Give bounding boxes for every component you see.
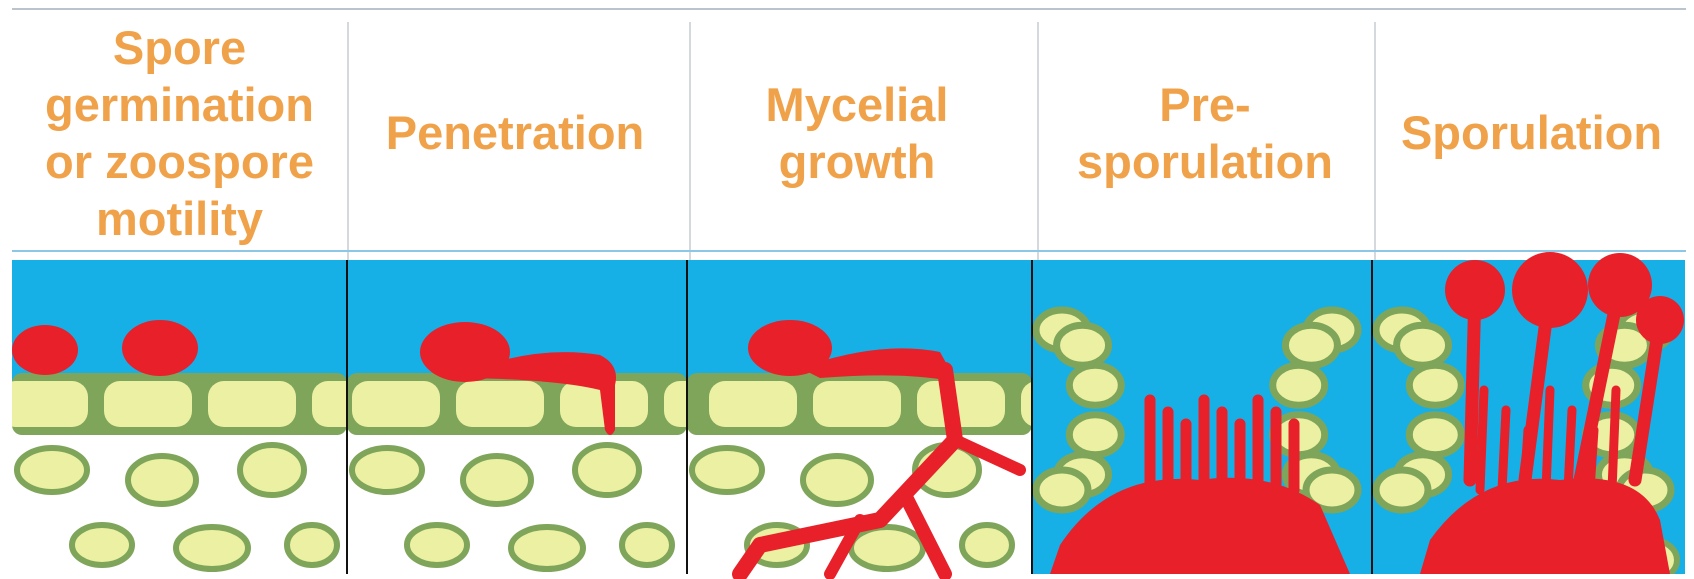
spore bbox=[12, 325, 78, 375]
guard-cell bbox=[1285, 325, 1337, 365]
epidermal-cell bbox=[352, 381, 440, 427]
sporangiophore bbox=[1524, 430, 1528, 490]
epidermal-cell bbox=[456, 381, 544, 427]
epidermal-cell bbox=[0, 381, 88, 427]
sporangiophore bbox=[1612, 390, 1616, 490]
spore bbox=[122, 320, 198, 376]
guard-cell bbox=[1397, 325, 1449, 365]
mesophyll-cell bbox=[176, 527, 248, 569]
sporangiophore bbox=[1568, 410, 1572, 490]
guard-cell bbox=[1069, 415, 1121, 455]
sporangiophore bbox=[1546, 390, 1550, 490]
mesophyll-cell bbox=[803, 456, 871, 504]
sporangiophore bbox=[1590, 430, 1594, 490]
mesophyll-cell bbox=[240, 445, 304, 495]
sporangiophore bbox=[1480, 390, 1484, 490]
guard-cell bbox=[1376, 470, 1428, 510]
mesophyll-cell bbox=[622, 525, 672, 565]
epidermal-cell bbox=[104, 381, 192, 427]
mesophyll-cell bbox=[128, 456, 196, 504]
guard-cell bbox=[1409, 365, 1461, 405]
mesophyll-cell bbox=[692, 448, 762, 492]
sporangium bbox=[1445, 260, 1505, 320]
guard-cell bbox=[1036, 470, 1088, 510]
mesophyll-cell bbox=[72, 525, 132, 565]
mesophyll-cell bbox=[287, 525, 337, 565]
guard-cell bbox=[1273, 365, 1325, 405]
mesophyll-cell bbox=[17, 448, 87, 492]
guard-cell bbox=[1409, 415, 1461, 455]
sporangiophore bbox=[1502, 410, 1506, 490]
stage-panel-0 bbox=[0, 260, 400, 574]
epidermal-cell bbox=[813, 381, 901, 427]
epidermal-cell bbox=[208, 381, 296, 427]
mesophyll-cell bbox=[575, 445, 639, 495]
mesophyll-cell bbox=[851, 527, 923, 569]
mesophyll-cell bbox=[962, 525, 1012, 565]
mesophyll-cell bbox=[511, 527, 583, 569]
guard-cell bbox=[1069, 365, 1121, 405]
sporangium bbox=[1512, 252, 1588, 328]
mesophyll-cell bbox=[463, 456, 531, 504]
mesophyll-cell bbox=[352, 448, 422, 492]
epidermal-cell bbox=[917, 381, 1005, 427]
mesophyll-cell bbox=[407, 525, 467, 565]
guard-cell bbox=[1057, 325, 1109, 365]
sporangium bbox=[1636, 296, 1684, 344]
epidermal-cell bbox=[709, 381, 797, 427]
